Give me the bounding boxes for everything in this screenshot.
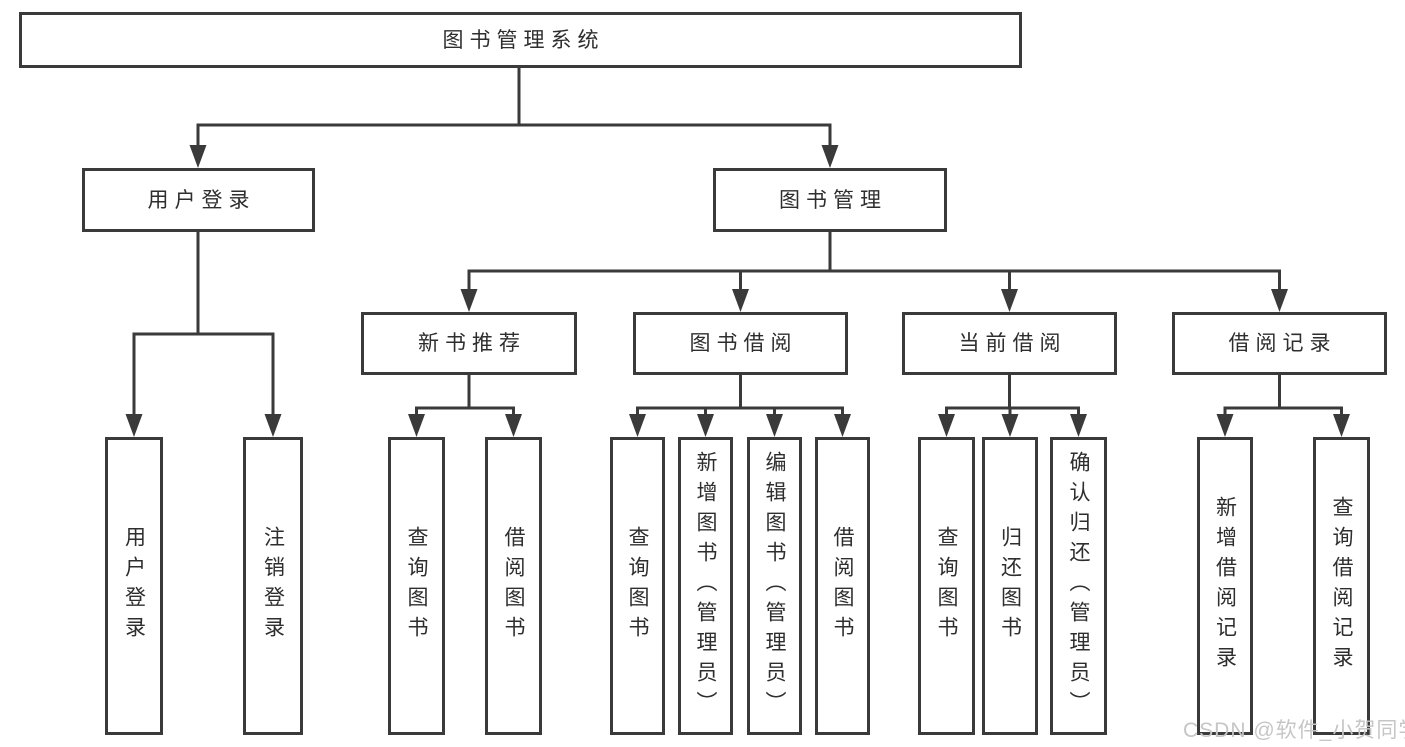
- leaf-borrow-edit-books-admin: 编辑图书（管理员）: [747, 437, 802, 735]
- leaf-logout: 注销登录: [243, 437, 303, 735]
- leaf-borrow-add-books-admin: 新增图书（管理员）: [678, 437, 733, 735]
- watermark: CSDN @软件_小贺同学: [1183, 719, 1405, 742]
- node-label: 新书推荐: [418, 332, 526, 355]
- arrowhead-down-icon: [629, 414, 646, 437]
- node-label: 查询图书: [626, 526, 649, 646]
- arrowhead-down-icon: [460, 289, 478, 312]
- node-book-management: 图书管理: [713, 168, 947, 232]
- arrowhead-down-icon: [1216, 414, 1234, 437]
- leaf-borrow-query-books: 查询图书: [610, 437, 665, 735]
- node-label: 编辑图书（管理员）: [763, 451, 786, 721]
- node-label: 图书管理系统: [442, 28, 605, 52]
- node-label: 归还图书: [998, 526, 1022, 646]
- node-current-borrow: 当前借阅: [902, 312, 1117, 375]
- node-label: 新增图书（管理员）: [694, 451, 717, 721]
- arrowhead-down-icon: [189, 145, 207, 168]
- leaf-borrow-borrow-books: 借阅图书: [815, 437, 870, 735]
- arrowhead-down-icon: [766, 414, 783, 437]
- leaf-current-return-books: 归还图书: [982, 437, 1038, 735]
- arrowhead-down-icon: [408, 414, 425, 437]
- leaf-recommend-borrow-books: 借阅图书: [485, 437, 542, 735]
- node-label: 注销登录: [261, 526, 285, 646]
- node-label: 借阅图书: [831, 526, 854, 646]
- arrowhead-down-icon: [1271, 289, 1288, 312]
- arrowhead-down-icon: [938, 414, 955, 437]
- arrowhead-down-icon: [1333, 414, 1350, 437]
- node-label: 用户登录: [122, 526, 146, 646]
- node-label: 图书管理: [779, 188, 887, 212]
- leaf-user-login: 用户登录: [105, 437, 163, 735]
- node-label: 借阅记录: [1228, 332, 1337, 355]
- node-library-management-system: 图书管理系统: [19, 12, 1022, 68]
- node-label: 确认归还（管理员）: [1067, 451, 1090, 721]
- node-label: 查询图书: [935, 526, 958, 646]
- node-label: 借阅图书: [502, 526, 525, 646]
- node-book-borrow: 图书借阅: [633, 312, 848, 375]
- node-label: 当前借阅: [958, 332, 1067, 355]
- arrowhead-down-icon: [732, 289, 749, 312]
- node-user-login: 用户登录: [82, 168, 315, 232]
- arrowhead-down-icon: [505, 414, 522, 437]
- node-label: 用户登录: [147, 188, 256, 212]
- arrowhead-down-icon: [1001, 289, 1018, 312]
- node-label: 新增借阅记录: [1213, 496, 1237, 676]
- arrowhead-down-icon: [1001, 414, 1019, 437]
- arrowhead-down-icon: [1070, 414, 1087, 437]
- arrowhead-down-icon: [125, 414, 143, 437]
- arrowhead-down-icon: [697, 414, 714, 437]
- arrowhead-down-icon: [821, 145, 839, 168]
- node-label: 图书借阅: [689, 332, 798, 355]
- node-label: 查询借阅记录: [1330, 496, 1353, 676]
- leaf-recommend-query-books: 查询图书: [388, 437, 445, 735]
- node-new-book-recommend: 新书推荐: [361, 312, 577, 375]
- leaf-records-query-record: 查询借阅记录: [1313, 437, 1370, 735]
- leaf-current-confirm-return-admin: 确认归还（管理员）: [1050, 437, 1107, 735]
- node-label: 查询图书: [405, 526, 428, 646]
- leaf-records-add-record: 新增借阅记录: [1197, 437, 1253, 735]
- node-borrow-records: 借阅记录: [1172, 312, 1387, 375]
- arrowhead-down-icon: [264, 414, 282, 437]
- arrowhead-down-icon: [834, 414, 851, 437]
- leaf-current-query-books: 查询图书: [918, 437, 975, 735]
